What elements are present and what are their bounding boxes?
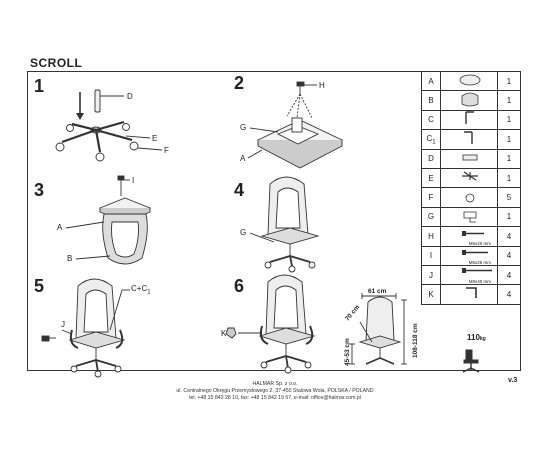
product-title: SCROLL <box>30 56 83 70</box>
bolt-size-label: M6x20 mm <box>468 240 491 246</box>
company-name: HALMAR Sp. z o.o. <box>252 381 298 387</box>
step-number: 1 <box>34 76 45 96</box>
part-key: C1 <box>421 129 441 150</box>
callout-label: I <box>132 176 135 185</box>
part-quantity: 5 <box>497 187 521 208</box>
step-number: 2 <box>234 73 245 93</box>
part-key: D <box>421 148 441 169</box>
part-quantity: 1 <box>497 70 521 92</box>
part-key: I <box>421 245 441 266</box>
callout-label: G <box>240 228 247 237</box>
company-contact: tel. +48 15 843 28 10, fax: +48 15 842 1… <box>189 395 361 401</box>
callout-label: J <box>61 320 65 329</box>
gas-lift-icon <box>440 148 498 169</box>
step2-illustration <box>247 81 344 169</box>
part-key: H <box>421 226 441 247</box>
part-key: A <box>421 70 441 92</box>
callout-label: D <box>127 92 133 101</box>
step1-illustration <box>55 89 163 162</box>
part-key: E <box>421 167 441 189</box>
part-quantity: 1 <box>497 206 521 228</box>
step-number: 3 <box>34 180 45 200</box>
bolt-size-label: M6x25 mm <box>468 259 491 265</box>
part-key: F <box>421 187 441 208</box>
backrest-icon <box>440 90 498 111</box>
step3-illustration <box>65 175 152 265</box>
instruction-frame <box>27 71 521 371</box>
callout-label: A <box>240 154 246 163</box>
part-quantity: 4 <box>497 245 521 266</box>
part-row: J M8x40 mm 4 <box>421 264 521 286</box>
seat-height-dimension: 45-53 cm <box>344 338 351 366</box>
part-key: K <box>421 284 441 305</box>
part-row: H M6x20 mm 4 <box>421 226 521 247</box>
star-base-icon <box>440 167 498 189</box>
callout-label: F <box>164 146 169 155</box>
bolt-size-label: M8x40 mm <box>468 279 491 285</box>
bolt-icon: M8x40 mm <box>440 264 498 286</box>
callout-label: C+C1 <box>131 284 151 296</box>
weight-chair-icon <box>462 349 480 373</box>
part-quantity: 1 <box>497 167 521 189</box>
step-number: 6 <box>234 276 245 296</box>
max-load: 110kg <box>467 333 486 342</box>
part-key: G <box>421 206 441 228</box>
part-row: I M6x25 mm 4 <box>421 245 521 266</box>
part-key: J <box>421 264 441 286</box>
part-quantity: 1 <box>497 109 521 131</box>
seat-icon <box>440 70 498 92</box>
step-number: 4 <box>234 180 245 200</box>
callout-label: A <box>57 223 63 232</box>
part-key: B <box>421 90 441 111</box>
width-dimension: 61 cm <box>368 288 387 295</box>
bolt-icon: M6x25 mm <box>440 245 498 266</box>
step4-illustration <box>249 176 320 273</box>
callout-label: E <box>152 134 158 143</box>
part-row: C1 1 <box>421 129 521 150</box>
height-dimension: 108-118 cm <box>412 323 419 358</box>
part-quantity: 4 <box>497 226 521 247</box>
part-quantity: 1 <box>497 148 521 169</box>
part-quantity: 4 <box>497 284 521 305</box>
armrest-icon <box>440 109 498 131</box>
part-key: C <box>421 109 441 131</box>
hex-key-icon <box>440 284 498 305</box>
armrest-icon <box>440 129 498 150</box>
step-number: 5 <box>34 276 45 296</box>
company-address: ul. Centralnego Okręgu Przemysłowego 2, … <box>176 388 374 394</box>
callout-label: H <box>319 81 325 90</box>
mechanism-icon <box>440 206 498 228</box>
part-quantity: 4 <box>497 264 521 286</box>
caster-icon <box>440 187 498 208</box>
dimension-drawing <box>349 293 407 365</box>
step6-illustration <box>225 274 316 374</box>
version-label: v.3 <box>508 377 518 384</box>
callout-label: B <box>67 254 73 263</box>
callout-label: G <box>240 123 247 132</box>
part-quantity: 1 <box>497 129 521 150</box>
bolt-icon: M6x20 mm <box>440 226 498 247</box>
callout-label: K <box>221 329 227 338</box>
part-quantity: 1 <box>497 90 521 111</box>
step5-illustration <box>41 278 130 378</box>
